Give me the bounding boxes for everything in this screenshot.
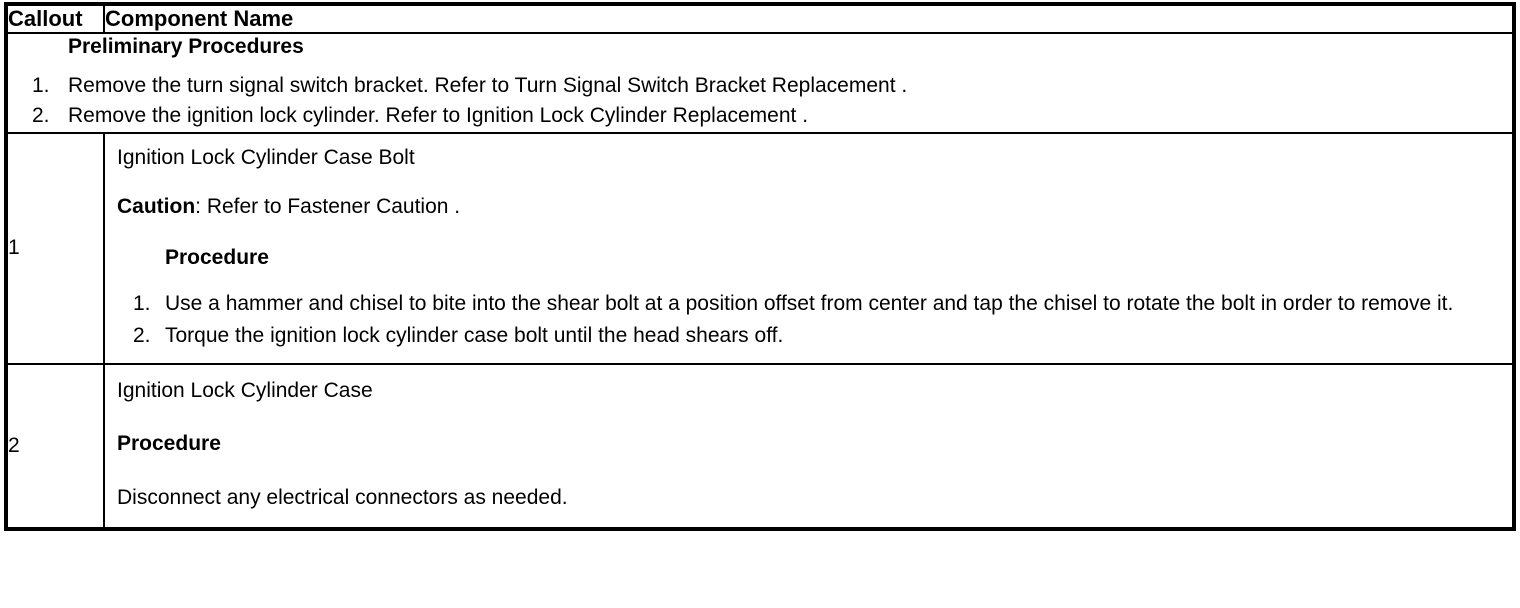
component-name-2: Ignition Lock Cylinder Case (117, 379, 373, 403)
caution-label: Caution (117, 194, 196, 218)
list-item-text: Torque the ignition lock cylinder case b… (165, 324, 784, 348)
preliminary-procedures-title: Preliminary Procedures (68, 35, 304, 59)
list-item-number: 2. (133, 324, 151, 348)
component-detail-cell-1: Ignition Lock Cylinder Case Bolt Caution… (103, 131, 1515, 366)
list-item: 2. Torque the ignition lock cylinder cas… (117, 321, 1500, 351)
table-row: 1 Ignition Lock Cylinder Case Bolt Cauti… (5, 131, 1515, 366)
callout-number-2: 2 (5, 363, 105, 530)
callout-procedure-table: Callout Component Name Preliminary Proce… (4, 2, 1516, 531)
procedure-step-list-1: 1. Use a hammer and chisel to bite into … (117, 289, 1500, 351)
procedure-text-2: Disconnect any electrical connectors as … (117, 485, 568, 509)
list-item-text: Use a hammer and chisel to bite into the… (165, 292, 1454, 316)
component-detail-cell-2: Ignition Lock Cylinder Case Procedure Di… (103, 363, 1515, 530)
list-item-number: 1. (32, 73, 50, 97)
preliminary-procedures-list: 1. Remove the turn signal switch bracket… (8, 71, 1512, 132)
preliminary-procedures-row: Preliminary Procedures 1. Remove the tur… (5, 32, 1515, 134)
caution-note: Caution: Refer to Fastener Caution . (117, 193, 1500, 220)
list-item-text: Remove the turn signal switch bracket. R… (68, 73, 908, 97)
table-row: 2 Ignition Lock Cylinder Case Procedure … (5, 363, 1515, 530)
callout-number-1: 1 (5, 131, 105, 366)
list-item: 2. Remove the ignition lock cylinder. Re… (8, 101, 1512, 131)
preliminary-procedures-cell: Preliminary Procedures 1. Remove the tur… (5, 32, 1515, 134)
procedure-heading-1: Procedure (165, 246, 269, 270)
caution-text: : Refer to Fastener Caution . (195, 194, 461, 218)
table-header-row: Callout Component Name (5, 2, 1515, 35)
component-name-1: Ignition Lock Cylinder Case Bolt (117, 145, 415, 169)
column-header-callout: Callout (5, 2, 105, 35)
column-header-component-name: Component Name (103, 2, 1515, 35)
list-item: 1. Use a hammer and chisel to bite into … (117, 289, 1500, 319)
list-item: 1. Remove the turn signal switch bracket… (8, 71, 1512, 101)
list-item-text: Remove the ignition lock cylinder. Refer… (68, 104, 809, 128)
list-item-number: 2. (32, 104, 50, 128)
list-item-number: 1. (133, 292, 151, 316)
procedure-heading-2: Procedure (117, 432, 221, 456)
